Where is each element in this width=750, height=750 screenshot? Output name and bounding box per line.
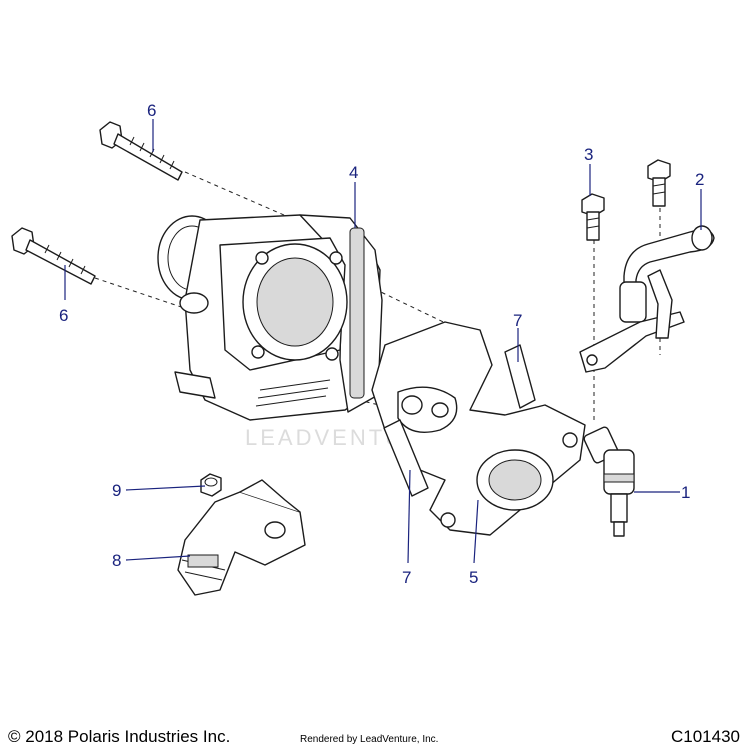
intake-adapter: [371, 321, 586, 536]
callout-6-upper: 6: [147, 101, 156, 120]
callout-5: 5: [469, 568, 478, 587]
leader-lines: [64, 119, 702, 564]
fuel-injector: [583, 426, 635, 537]
throttle-body: [157, 214, 383, 421]
rendered-by-text: Rendered by LeadVenture, Inc.: [300, 734, 439, 745]
copyright-text: © 2018 Polaris Industries Inc.: [8, 727, 231, 746]
bolt-upper: [99, 121, 183, 181]
bolt-small-3: [581, 193, 605, 241]
screw-9: [200, 473, 222, 497]
callout-3: 3: [584, 145, 593, 164]
callout-9: 9: [112, 481, 121, 500]
callout-6-lower: 6: [59, 306, 68, 325]
map-sensor: [177, 479, 306, 596]
bolt-small-2: [647, 159, 671, 207]
callout-7-upper: 7: [513, 311, 522, 330]
callout-1: 1: [681, 483, 690, 502]
callout-8: 8: [112, 551, 121, 570]
bolt-lower: [11, 227, 96, 285]
callout-7-lower: 7: [402, 568, 411, 587]
callout-2: 2: [695, 170, 704, 189]
diagram-code: C101430: [670, 727, 740, 746]
fuel-rail: [579, 225, 715, 373]
callout-4: 4: [349, 163, 358, 182]
